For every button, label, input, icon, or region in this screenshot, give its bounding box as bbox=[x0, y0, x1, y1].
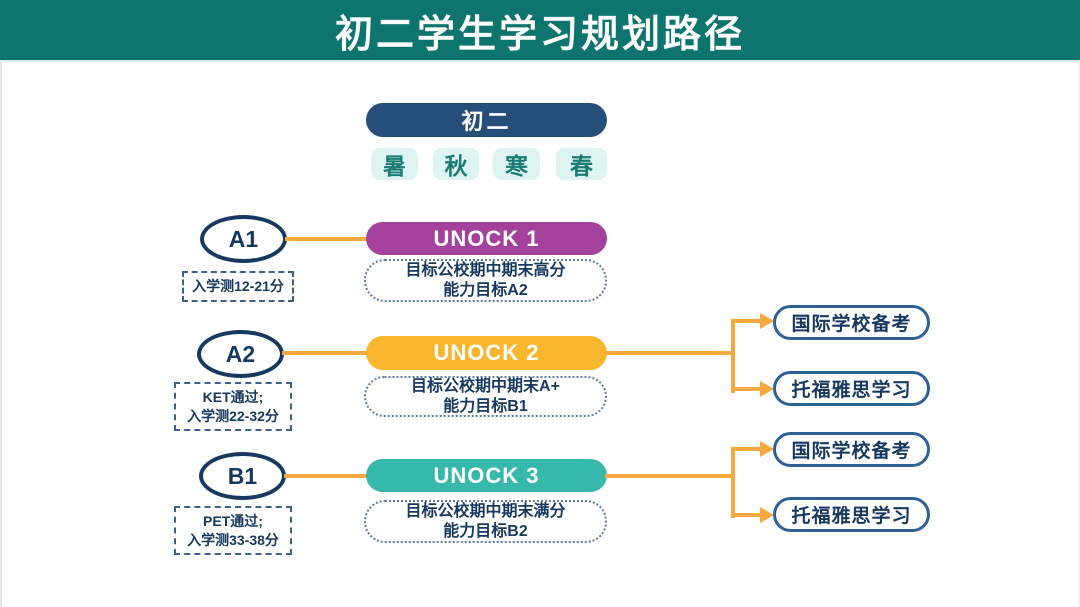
goal-line: 目标公校期中期末A+ bbox=[411, 377, 560, 395]
goal-box: 目标公校期中期末高分 能力目标A2 bbox=[364, 259, 607, 302]
season-badge-autumn: 秋 bbox=[433, 148, 479, 180]
requirement-line: 入学测33-38分 bbox=[187, 531, 279, 548]
goal-line: 能力目标B1 bbox=[443, 397, 528, 415]
arrow-head-icon bbox=[760, 441, 774, 457]
page-title: 初二学生学习规划路径 bbox=[334, 13, 745, 56]
connector-line bbox=[284, 474, 367, 478]
requirement-line: PET通过; bbox=[203, 513, 263, 530]
branch-connector-line bbox=[731, 447, 763, 451]
arrow-head-icon bbox=[760, 313, 774, 329]
level-node-a2: A2 bbox=[197, 330, 284, 378]
stage-pill-unock2: UNOCK 2 bbox=[366, 336, 607, 370]
level-node-a1: A1 bbox=[200, 215, 287, 263]
requirement-box: 入学测12-21分 bbox=[182, 271, 294, 302]
season-badge-spring: 春 bbox=[556, 148, 607, 180]
branch-connector-line bbox=[731, 513, 763, 517]
branch-connector-line bbox=[731, 319, 763, 323]
arrow-head-icon bbox=[760, 381, 774, 397]
level-node-b1: B1 bbox=[199, 452, 286, 500]
connector-line bbox=[282, 351, 367, 355]
goal-line: 目标公校期中期末满分 bbox=[405, 502, 566, 520]
header-bar: 初二学生学习规划路径 bbox=[0, 0, 1080, 62]
season-badge-winter: 寒 bbox=[493, 148, 540, 180]
branch-connector-line bbox=[605, 351, 735, 355]
stage-pill-unock1: UNOCK 1 bbox=[366, 222, 607, 255]
goal-box: 目标公校期中期末A+ 能力目标B1 bbox=[364, 376, 607, 417]
left-edge-divider bbox=[0, 0, 2, 607]
goal-line: 能力目标A2 bbox=[443, 281, 528, 299]
goal-line: 目标公校期中期末高分 bbox=[405, 261, 566, 279]
requirement-line: 入学测22-32分 bbox=[187, 407, 279, 424]
arrow-head-icon bbox=[760, 507, 774, 523]
right-edge-divider bbox=[1078, 0, 1080, 607]
outcome-node-toefl-ielts: 托福雅思学习 bbox=[773, 497, 930, 532]
season-badge-summer: 暑 bbox=[371, 148, 418, 180]
outcome-node-toefl-ielts: 托福雅思学习 bbox=[773, 371, 930, 406]
requirement-box: PET通过; 入学测33-38分 bbox=[174, 506, 292, 555]
requirement-line: 入学测12-21分 bbox=[192, 278, 284, 295]
stage-pill-unock3: UNOCK 3 bbox=[366, 459, 607, 492]
goal-line: 能力目标B2 bbox=[443, 522, 528, 540]
branch-connector-line bbox=[731, 319, 735, 393]
requirement-box: KET通过; 入学测22-32分 bbox=[174, 382, 292, 431]
connector-line bbox=[285, 237, 367, 241]
outcome-node-intl-school: 国际学校备考 bbox=[773, 432, 930, 467]
requirement-line: KET通过; bbox=[202, 389, 264, 406]
goal-box: 目标公校期中期末满分 能力目标B2 bbox=[364, 500, 607, 543]
branch-connector-line bbox=[731, 387, 763, 391]
outcome-node-intl-school: 国际学校备考 bbox=[773, 305, 930, 340]
branch-connector-line bbox=[731, 447, 735, 518]
branch-connector-line bbox=[605, 474, 735, 478]
grade-pill: 初二 bbox=[366, 103, 607, 137]
